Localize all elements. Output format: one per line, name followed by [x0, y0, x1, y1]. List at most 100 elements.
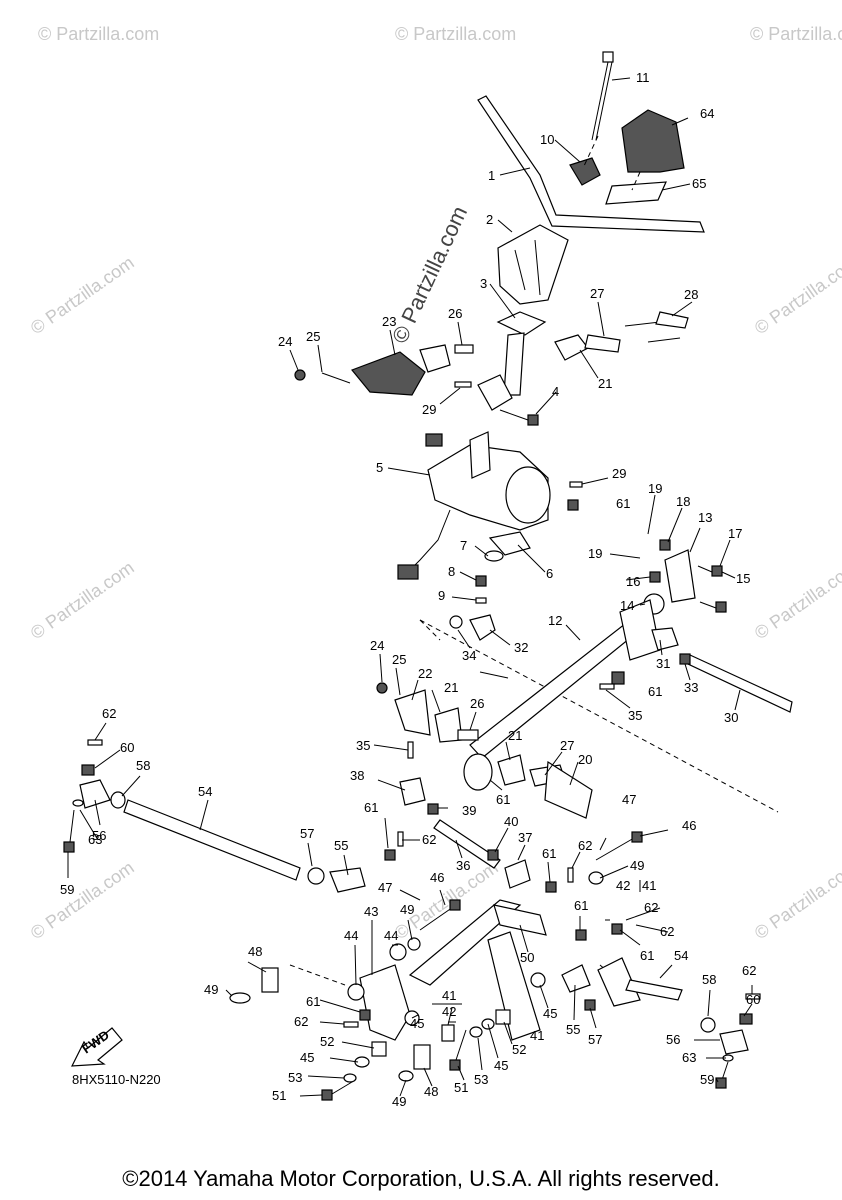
callout-59: 59 — [700, 1072, 714, 1087]
bushing — [347, 983, 365, 1001]
callout-55: 55 — [566, 1022, 580, 1037]
pin — [397, 831, 404, 847]
shaft-input — [469, 431, 491, 479]
callout-39: 39 — [462, 803, 476, 818]
bolt-head — [715, 601, 727, 613]
callout-27: 27 — [560, 738, 574, 753]
nut — [449, 615, 463, 629]
washer — [484, 550, 504, 562]
shaft-end — [463, 753, 493, 791]
callout-55: 55 — [334, 838, 348, 853]
bushing — [389, 943, 407, 961]
callout-62: 62 — [578, 838, 592, 853]
bolt-head — [527, 414, 539, 426]
callout-27: 27 — [590, 286, 604, 301]
callout-43: 43 — [364, 904, 378, 919]
cover-rib — [534, 239, 541, 296]
callout-8: 8 — [448, 564, 455, 579]
callout-62: 62 — [102, 706, 116, 721]
callout-63: 63 — [682, 1050, 696, 1065]
callout-49: 49 — [630, 858, 644, 873]
callout-31: 31 — [656, 656, 670, 671]
callout-48: 48 — [248, 944, 262, 959]
pin — [567, 867, 574, 883]
callout-2: 2 — [486, 212, 493, 227]
callout-19: 19 — [648, 481, 662, 496]
callout-62: 62 — [422, 832, 436, 847]
callout-61: 61 — [640, 948, 654, 963]
bolt-head — [449, 1059, 461, 1071]
callout-60: 60 — [120, 740, 134, 755]
callout-18: 18 — [676, 494, 690, 509]
tie-rod-end — [719, 1029, 749, 1055]
bushing — [457, 729, 479, 741]
center-link — [408, 899, 522, 986]
steering-shaft — [503, 332, 525, 396]
bolt — [624, 321, 661, 327]
nut — [427, 803, 439, 815]
lever — [394, 689, 431, 736]
callout-47: 47 — [622, 792, 636, 807]
nut — [384, 849, 396, 861]
lower-linkage — [229, 831, 761, 1101]
watermark: © Partzilla.com — [751, 557, 842, 643]
bushing — [413, 1044, 431, 1070]
bolt-head — [449, 899, 461, 911]
tie-rod — [625, 979, 683, 1001]
bolt — [595, 837, 635, 861]
pin — [87, 739, 103, 746]
bushing — [454, 344, 474, 354]
tie-rod-end — [79, 779, 111, 809]
label-plate — [605, 181, 667, 205]
callout-58: 58 — [136, 758, 150, 773]
callout-51: 51 — [272, 1088, 286, 1103]
callout-41: 41 — [442, 988, 456, 1003]
callout-36: 36 — [456, 858, 470, 873]
callout-46: 46 — [682, 818, 696, 833]
callout-42: 42 — [442, 1004, 456, 1019]
callout-19: 19 — [588, 546, 602, 561]
tie-rod-end — [469, 614, 496, 641]
rod — [433, 819, 501, 869]
tie-rod-end — [399, 777, 426, 806]
bolt — [647, 337, 681, 343]
connector — [397, 564, 419, 580]
callout-21: 21 — [444, 680, 458, 695]
callout-61: 61 — [542, 846, 556, 861]
universal-joint — [477, 374, 513, 411]
handlebar — [477, 95, 705, 233]
callout-28: 28 — [684, 287, 698, 302]
callout-6: 6 — [546, 566, 553, 581]
callout-61: 61 — [364, 800, 378, 815]
callout-21: 21 — [508, 728, 522, 743]
washer — [229, 992, 251, 1004]
nut — [659, 539, 671, 551]
callout-48: 48 — [424, 1084, 438, 1099]
handlebar-assembly — [294, 51, 727, 641]
callout-35: 35 — [628, 708, 642, 723]
bolt-head — [321, 1089, 333, 1101]
link — [584, 334, 621, 353]
group-brackets — [432, 880, 641, 1005]
callout-10: 10 — [540, 132, 554, 147]
callout-13: 13 — [698, 510, 712, 525]
callout-23: 23 — [382, 314, 396, 329]
nut — [545, 881, 557, 893]
callout-59: 59 — [60, 882, 74, 897]
callout-38: 38 — [350, 768, 364, 783]
tie-rod-end — [561, 964, 591, 993]
callout-3: 3 — [480, 276, 487, 291]
callout-29: 29 — [422, 402, 436, 417]
watermark: © Partzilla.com — [751, 857, 842, 943]
bolt — [455, 1029, 467, 1061]
tie-rod-end — [329, 867, 366, 893]
callout-53: 53 — [288, 1070, 302, 1085]
link-plate — [493, 904, 547, 936]
nut — [611, 923, 623, 935]
guide — [419, 619, 441, 641]
callout-52: 52 — [320, 1034, 334, 1049]
guide — [419, 619, 779, 813]
bolt — [321, 372, 351, 384]
nut — [679, 653, 691, 665]
pin — [745, 993, 761, 1000]
